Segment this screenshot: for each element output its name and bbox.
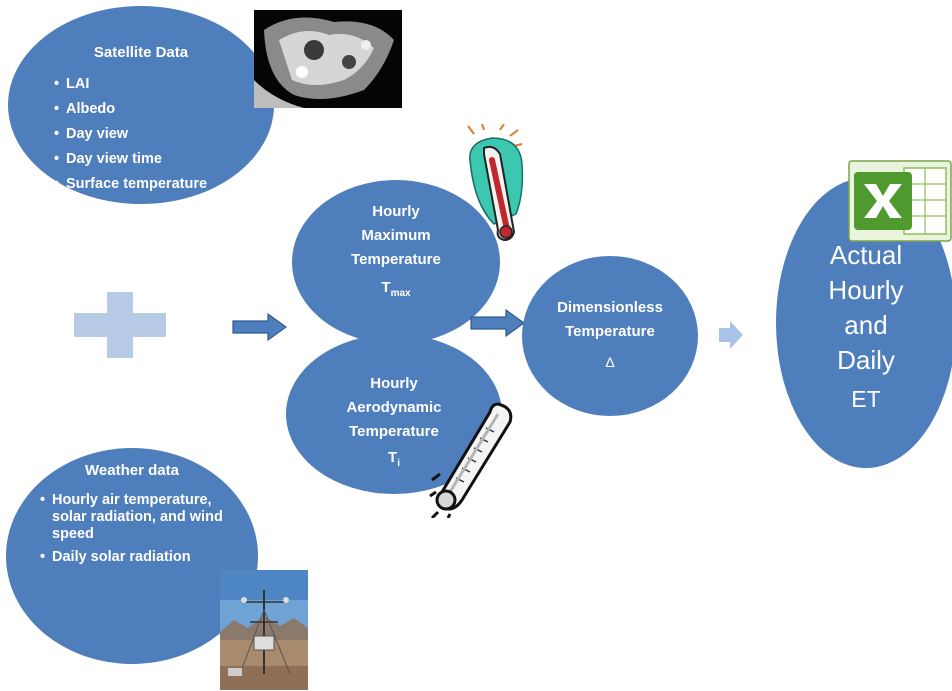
weather-data-list: Hourly air temperature, solar radiation,… <box>40 492 230 566</box>
satellite-data-node: Satellite Data LAI Albedo Day view Day v… <box>8 6 274 204</box>
node-line: Maximum <box>361 227 431 244</box>
delta-symbol: Δ <box>605 354 615 370</box>
node-line: Hourly <box>828 275 904 305</box>
node-line: Temperature <box>351 251 441 268</box>
list-item: Hourly air temperature, solar radiation,… <box>40 492 230 543</box>
dimensionless-temperature-node: Dimensionless Temperature Δ <box>522 256 698 416</box>
arrow-right-icon <box>719 321 743 349</box>
weather-data-node: Weather data Hourly air temperature, sol… <box>6 448 258 664</box>
list-item: Daily solar radiation <box>40 549 230 566</box>
arrow-right-icon <box>232 312 288 342</box>
arrow-right-icon <box>470 308 526 338</box>
excel-icon <box>848 160 952 242</box>
satellite-image <box>254 10 402 108</box>
node-line: and <box>844 310 888 340</box>
hourly-maximum-temperature-node: Hourly Maximum Temperature Tmax <box>292 180 500 344</box>
satellite-data-title: Satellite Data <box>93 44 189 61</box>
node-line: Aerodynamic <box>346 399 442 416</box>
ti-symbol: Ti <box>388 449 400 469</box>
list-item: Albedo <box>54 97 207 122</box>
et-label: ET <box>851 386 881 412</box>
node-line: Actual <box>829 240 903 270</box>
tmax-symbol: Tmax <box>381 279 411 299</box>
hourly-aerodynamic-temperature-node: Hourly Aerodynamic Temperature Ti <box>286 334 502 494</box>
list-item: Day view <box>54 122 207 147</box>
node-line: Dimensionless <box>557 299 663 316</box>
list-item: Day view time <box>54 147 207 172</box>
weather-station-image <box>220 570 308 690</box>
list-item: LAI <box>54 72 207 97</box>
thermometer-icon <box>429 402 513 518</box>
weather-data-title: Weather data <box>85 462 179 479</box>
node-line: Hourly <box>372 203 420 220</box>
node-line: Temperature <box>349 423 439 440</box>
node-line: Temperature <box>565 323 655 340</box>
node-line: Daily <box>837 345 895 375</box>
node-line: Hourly <box>370 375 418 392</box>
thermometer-icon <box>467 124 524 242</box>
plus-icon <box>74 292 166 358</box>
list-item: Surface temperature <box>54 172 207 197</box>
ti-subscript: i <box>397 458 400 469</box>
satellite-data-list: LAI Albedo Day view Day view time Surfac… <box>54 72 207 197</box>
tmax-subscript: max <box>390 288 411 299</box>
